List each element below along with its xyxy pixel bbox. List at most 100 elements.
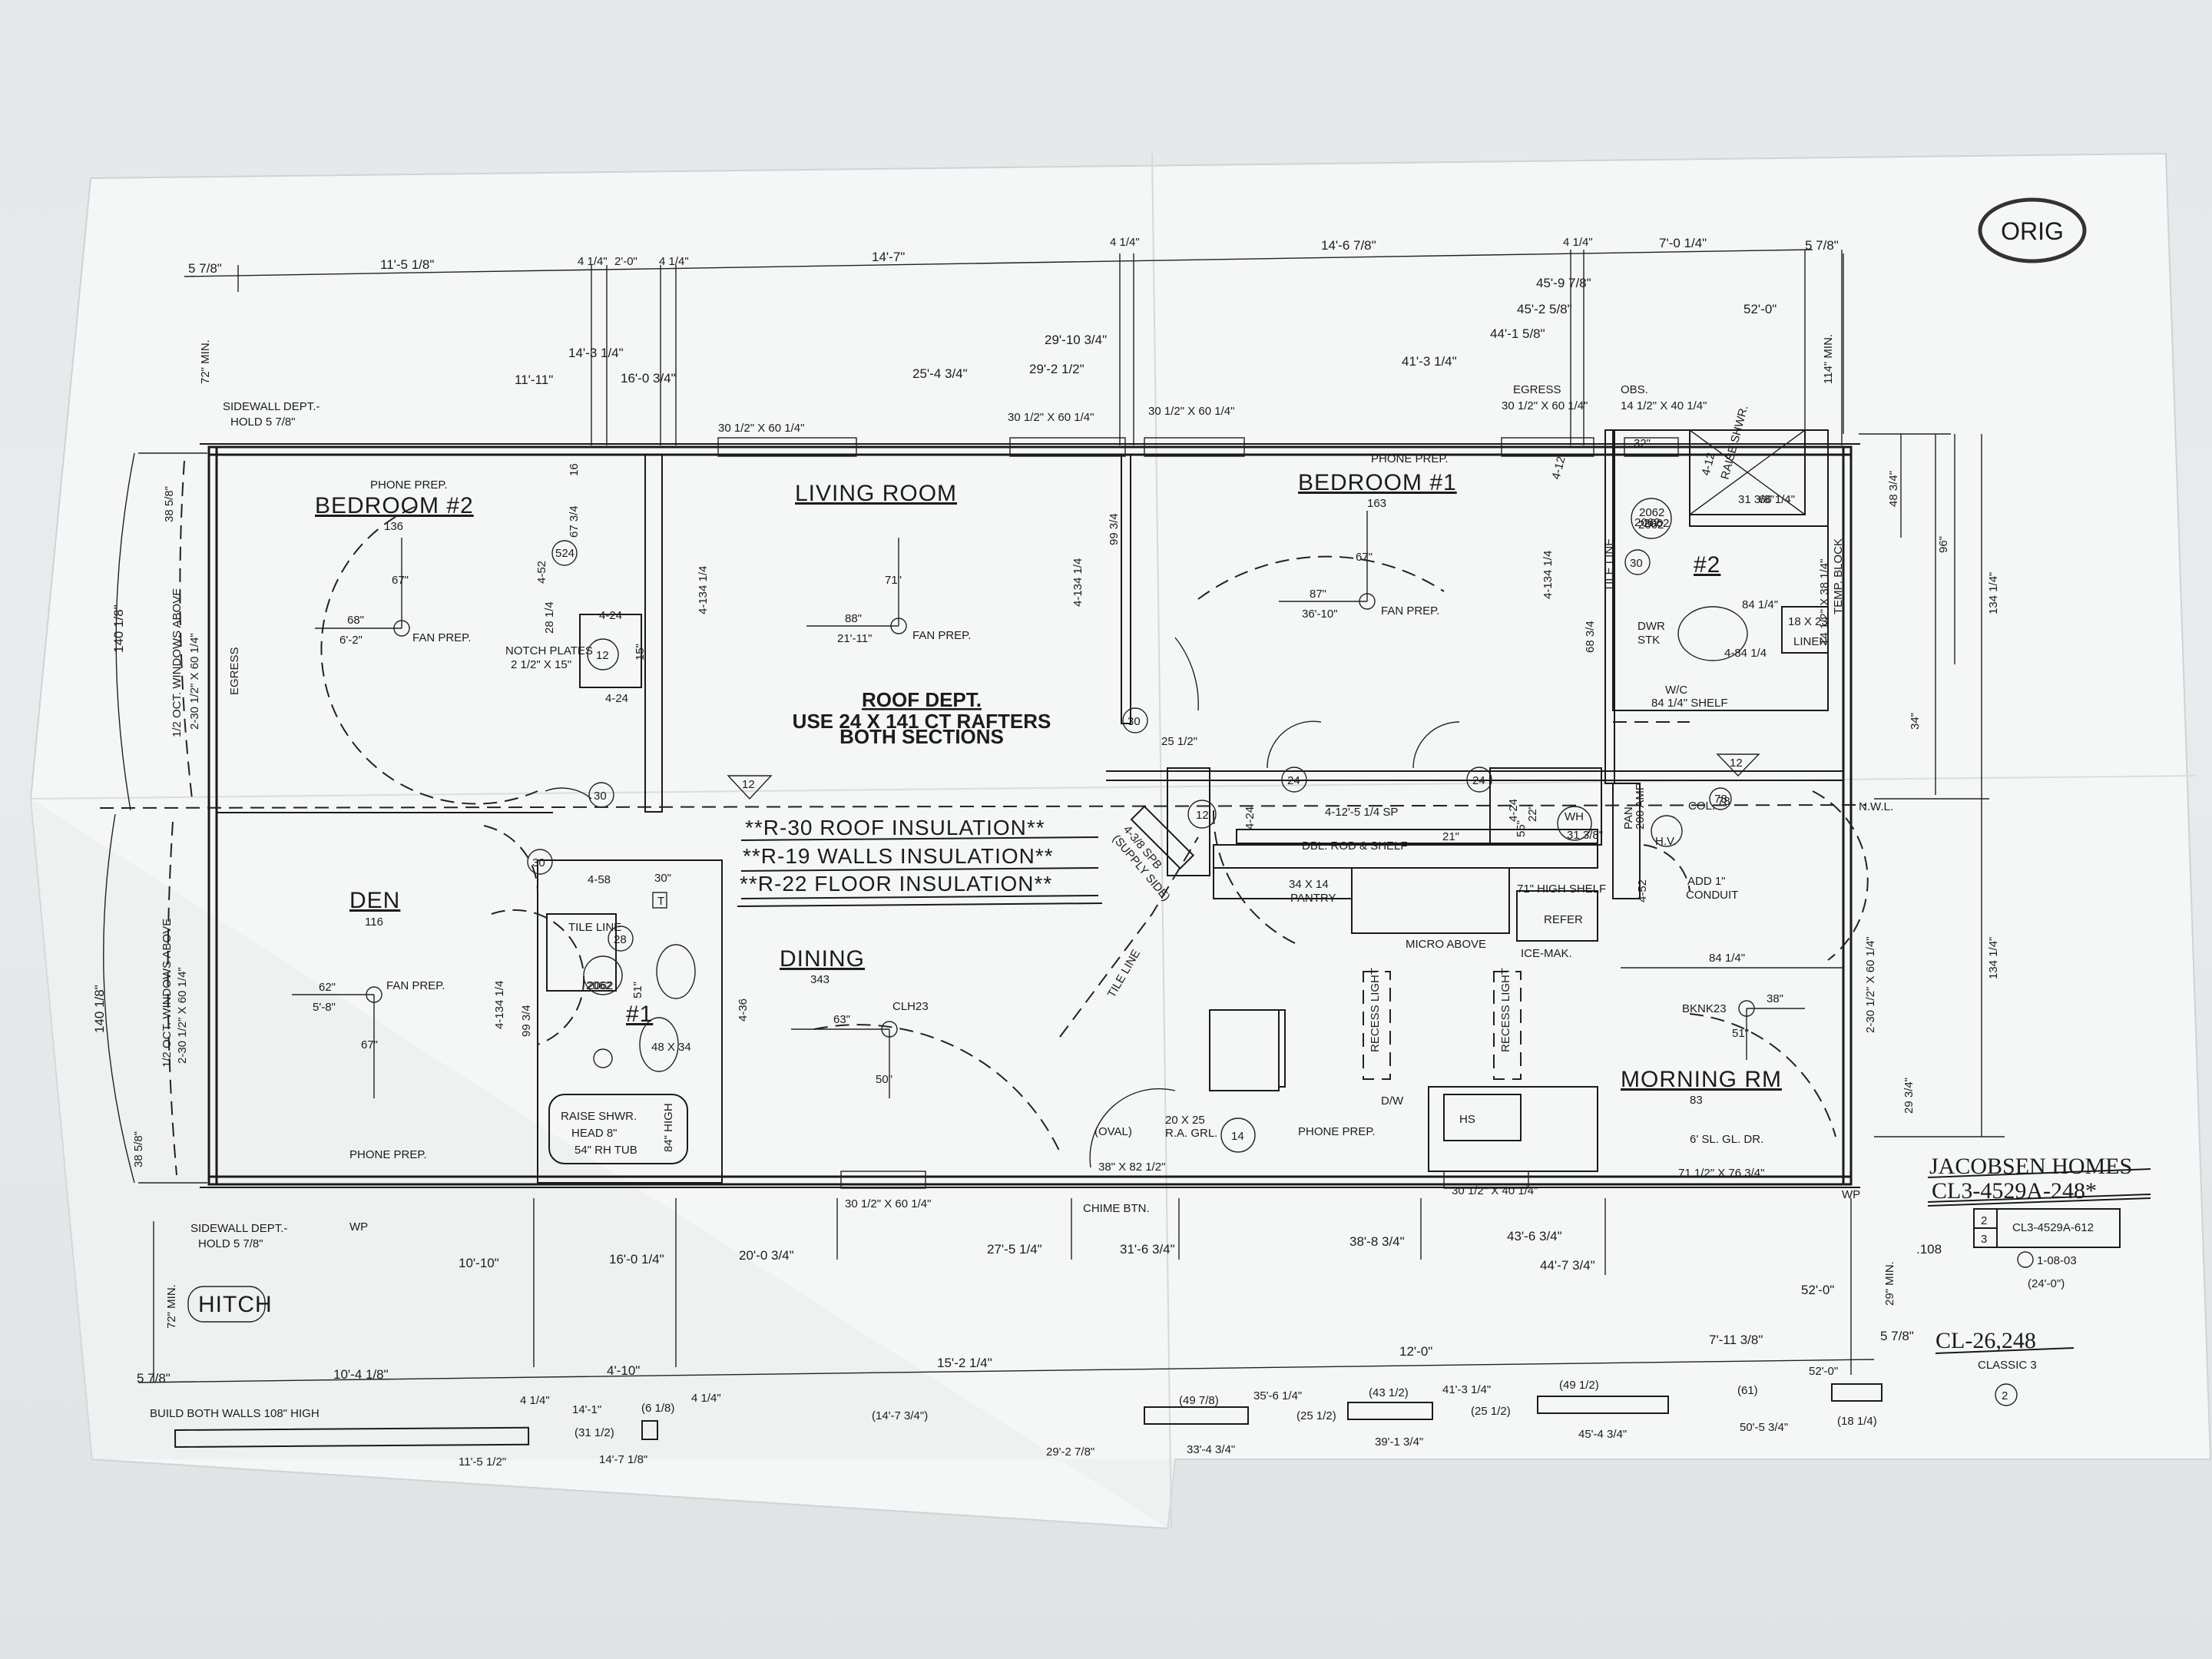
bottom-win-3: 30 1/2" X 40 1/4": [1452, 1184, 1538, 1197]
bottom-ref-5: 38'-8 3/4": [1349, 1234, 1405, 1249]
orig-stamp-text: ORIG: [2001, 217, 2064, 245]
left-note-5: 1/2 OCT. WINDOWS ABOVE: [171, 588, 184, 737]
dim-15: 15": [634, 644, 647, 661]
pan-1: 200 AMP: [1634, 783, 1647, 830]
pan-0: PAN: [1622, 806, 1635, 830]
right-3: 134 1/4": [1987, 572, 2000, 614]
top-ref-4: 29'-10 3/4": [1045, 333, 1107, 347]
bottom-dim-8: 5 7/8": [1880, 1329, 1914, 1343]
lower-19: 50'-5 3/4": [1740, 1421, 1788, 1434]
circ-3: 30: [1630, 557, 1643, 570]
bottom-ref-7: 44'-7 3/4": [1540, 1258, 1595, 1273]
bath2-v-vanity: 2062: [1638, 518, 1664, 531]
circ-0: 30: [594, 790, 607, 803]
insulation-box: [737, 836, 1103, 907]
lower-4: (49 7/8): [1179, 1394, 1219, 1407]
left-note-2: 72" MIN.: [199, 339, 212, 384]
dim-4134c: 4-134 1/4: [493, 981, 506, 1029]
lower-11: 11'-5 1/2": [459, 1455, 506, 1469]
pitch-0: 12: [742, 778, 755, 791]
dim-28: 28 1/4: [543, 601, 556, 634]
pitch-1: 12: [1730, 757, 1743, 770]
pantry-0: 34 X 14: [1289, 878, 1329, 891]
right-8: 134 1/4": [1987, 937, 2000, 979]
left-den-win-1: 2-30 1/2" X 60 1/4": [176, 967, 189, 1064]
dim-21: 55": [1515, 820, 1528, 837]
build-note: BUILD BOTH WALLS 108" HIGH: [150, 1407, 320, 1420]
right-4: 14 1/2" X 38 1/4": [1818, 559, 1831, 645]
window-label-1: 30 1/2" X 60 1/4": [1008, 411, 1094, 424]
left-note-10: 72" MIN.: [165, 1284, 178, 1329]
dim-30: 51": [631, 982, 644, 998]
left-bottom-1: HOLD 5 7/8": [198, 1237, 263, 1250]
lower-0: 14'-1": [572, 1403, 601, 1416]
insulation-1: **R-19 WALLS INSULATION**: [743, 844, 1054, 868]
chime-label: CHIME BTN.: [1083, 1202, 1150, 1215]
tile-line-bath2: TILE LINE: [1603, 538, 1616, 591]
window-label-5: OBS.: [1621, 383, 1648, 396]
shelf-label: 84 1/4" SHELF: [1651, 697, 1728, 710]
fan-dim-din-0: 63": [833, 1013, 850, 1026]
dim-4134b: 4-134 1/4: [1071, 558, 1084, 607]
bottom-dim-4: 4 1/4": [691, 1392, 721, 1405]
room-dining-name: DINING: [780, 946, 865, 972]
title-width: (24'-0"): [2028, 1277, 2065, 1290]
circ-1: 30: [532, 856, 545, 869]
recess-light-1: RECESS LIGHT: [1499, 968, 1512, 1052]
bottom-dimension-line: [137, 1359, 1875, 1383]
dwr-1: STK: [1637, 634, 1660, 647]
linen-1: LINEN: [1793, 635, 1827, 648]
top-dim-5: 14'-7": [872, 250, 905, 264]
bottom-ref-4: 31'-6 3/4": [1120, 1242, 1175, 1257]
circ-2: 30: [1128, 715, 1141, 728]
top-dim-9: 7'-0 1/4": [1659, 236, 1707, 250]
bottom-ref-8: 52'-0": [1801, 1283, 1834, 1297]
bath2-2062: 2062: [1634, 516, 1660, 529]
sl-gl-label: 6' SL. GL. DR.: [1690, 1133, 1763, 1146]
top-ref-10: 52'-0": [1743, 302, 1777, 316]
bottom-dim-7: 7'-11 3/8": [1709, 1333, 1763, 1347]
dwr-0: DWR: [1637, 620, 1665, 633]
left-bottom-0: SIDEWALL DEPT.-: [190, 1222, 287, 1235]
right-9: 2-30 1/2" X 60 1/4": [1864, 936, 1877, 1033]
hs-label: HS: [1459, 1113, 1475, 1126]
fan-prep-den: FAN PREP.: [386, 979, 445, 992]
title-side: .108: [1916, 1242, 1942, 1257]
fan-dim-br2-1: 6'-2": [339, 634, 363, 647]
right-1: 48 3/4": [1887, 471, 1900, 507]
top-dim-4: 4 1/4": [659, 255, 689, 268]
right-dimension-lines: [1843, 253, 2005, 1137]
bottom-win-4: 71 1/2" X 76 3/4": [1678, 1167, 1764, 1180]
roof-note-0: ROOF DEPT.: [862, 688, 982, 711]
dim-452a: 4-52: [535, 561, 548, 584]
fan-dim-br2-2: 67": [392, 574, 409, 587]
circ-5: 12: [596, 649, 609, 662]
circ-7: 24: [1287, 774, 1300, 787]
top-ref-1: 11'-11": [515, 373, 553, 387]
window-label-3: EGRESS: [1513, 383, 1561, 396]
dim-16: 16: [568, 463, 581, 476]
left-note-4: 140 1/8": [111, 604, 126, 653]
left-note-0: SIDEWALL DEPT.-: [223, 400, 320, 413]
fan-dim-din-1: 50": [876, 1073, 892, 1086]
title-sheet: 2: [1981, 1214, 1987, 1227]
ra-grl-0: 20 X 25: [1165, 1114, 1205, 1127]
right-0: 114" MIN.: [1822, 334, 1835, 384]
pantry-1: PANTRY: [1290, 892, 1336, 905]
phone-prep-br1: PHONE PREP.: [1371, 452, 1449, 465]
bottom-dim-5: 15'-2 1/4": [937, 1356, 992, 1370]
circ-13: 524: [555, 547, 575, 560]
fan-dim-liv-2: 71": [885, 574, 902, 587]
phone-prep-kitchen: PHONE PREP.: [1298, 1125, 1376, 1138]
top-ref-8: 45'-2 5/8": [1517, 302, 1572, 316]
right-11: 29" MIN.: [1883, 1261, 1896, 1306]
bottom-dim-3: 4'-10": [607, 1363, 640, 1378]
title-total: 3: [1981, 1233, 1987, 1246]
lower-7: 41'-3 1/4": [1442, 1383, 1491, 1396]
clh-label: CLH23: [892, 1000, 929, 1013]
dim-436: 4-36: [737, 998, 750, 1022]
dim-55: 22": [1526, 805, 1539, 822]
left-note-7: EGRESS: [228, 647, 241, 695]
conduit-0: ADD 1": [1687, 875, 1726, 888]
